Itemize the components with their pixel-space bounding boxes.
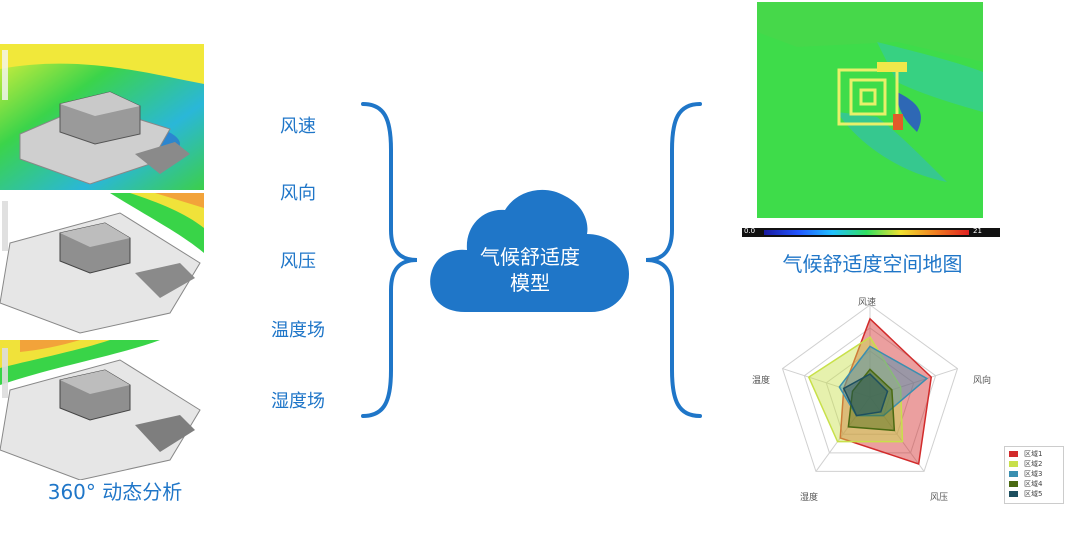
comfort-spatial-map (757, 2, 983, 218)
simulation-panel-wind-pressure (0, 340, 204, 480)
factor-wind-direction: 风向 (280, 183, 316, 204)
factor-temperature-field: 温度场 (271, 320, 325, 341)
radar-grid-ring (825, 350, 915, 435)
legend-item: 区域5 (1009, 489, 1059, 499)
comfort-model-line1: 气候舒适度 (480, 245, 580, 269)
left-curly-brace (645, 102, 702, 418)
comfort-model-line2: 模型 (510, 271, 550, 295)
radar-axis-label-humidity: 湿度 (800, 493, 819, 503)
factor-humidity-field: 湿度场 (271, 391, 325, 412)
radar-axis-label-wind-direction: 风向 (973, 376, 992, 386)
radar-grid-ring (803, 327, 937, 454)
radar-axis-line (815, 396, 871, 472)
radar-axis-label-temperature: 温度 (752, 376, 771, 386)
factor-wind-speed: 风速 (280, 116, 316, 137)
radar-axis-label-wind-speed: 风速 (858, 298, 877, 308)
legend-item: 区域2 (1009, 459, 1059, 469)
cloud-shape (430, 189, 629, 312)
factor-wind-pressure: 风压 (280, 251, 316, 272)
colorbar-min-label: 0.0 (744, 227, 756, 235)
comfort-model-title: 气候舒适度 模型 (455, 244, 605, 296)
comfort-map-caption: 气候舒适度空间地图 (782, 252, 963, 276)
radar-grid (781, 304, 959, 472)
radar-axis-line (869, 368, 958, 398)
radar-series-group (807, 317, 933, 465)
radar-legend: 区域1 区域2 区域3 区域4 区域5 (1004, 446, 1064, 504)
radar-grid-ring (781, 304, 959, 472)
right-curly-brace (361, 102, 418, 418)
simulation-panel-wind-direction (0, 193, 204, 335)
colorbar-gradient (764, 230, 969, 235)
simulation-panel-wind-speed (0, 44, 204, 190)
radar-axis-line (869, 396, 925, 472)
legend-item: 区域4 (1009, 479, 1059, 489)
radar-axis-line (782, 368, 871, 398)
colorbar-max-label: 21 (973, 227, 982, 235)
radar-series-polygon (842, 373, 889, 417)
dynamic-analysis-caption: 360° 动态分析 (47, 480, 183, 504)
legend-item: 区域3 (1009, 469, 1059, 479)
legend-item: 区域1 (1009, 449, 1059, 459)
map-colorbar: 0.0 21 (742, 227, 1000, 237)
radar-axis-label-wind-pressure: 风压 (930, 493, 949, 503)
comfort-radar-chart (781, 304, 959, 472)
